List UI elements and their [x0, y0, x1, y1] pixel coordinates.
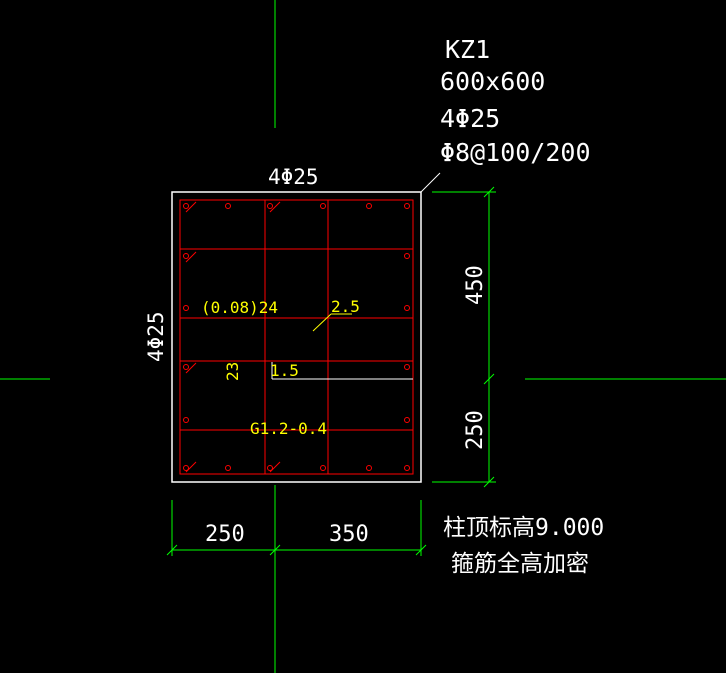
- rebar-bar: [366, 203, 372, 209]
- annotation-a4: 1.5: [270, 361, 299, 380]
- column-label: KZ1 600x600 4Φ25 Φ8@100/200: [440, 35, 591, 167]
- rebar-bar: [404, 465, 410, 471]
- hook: [185, 251, 197, 263]
- rebar-bar: [404, 305, 410, 311]
- hook: [185, 201, 197, 213]
- rebar-bar: [225, 203, 231, 209]
- column-id: KZ1: [445, 35, 490, 64]
- dim-tick: [483, 476, 495, 488]
- column-stirrups: Φ8@100/200: [440, 138, 591, 167]
- dim-right-bottom: 250: [463, 410, 488, 450]
- label-leader: [420, 172, 441, 193]
- dim-tick: [415, 544, 427, 556]
- annotation-a1: (0.08)24: [201, 298, 278, 317]
- rebar-bar: [267, 203, 273, 209]
- note-top-elevation: 柱顶标高9.000: [443, 515, 604, 541]
- rebar-bar: [183, 465, 189, 471]
- rebar-bar: [404, 417, 410, 423]
- annotation-leaders: [312, 313, 352, 332]
- rebar-bar: [404, 253, 410, 259]
- annotation-a2: 2.5: [331, 297, 360, 316]
- dim-tick: [269, 544, 281, 556]
- rebar-bar: [320, 465, 326, 471]
- rebar-bar: [183, 417, 189, 423]
- dimension-texts: 250 350 450 250: [205, 265, 488, 547]
- rebar-bar: [404, 203, 410, 209]
- dim-tick: [483, 373, 495, 385]
- rebar-bar: [183, 203, 189, 209]
- dimension-lines: [166, 186, 496, 556]
- rebar-grid: [179, 199, 414, 475]
- rebar-bars: [183, 203, 410, 471]
- dim-tick: [166, 544, 178, 556]
- rebar-bar: [225, 465, 231, 471]
- dim-tick: [483, 186, 495, 198]
- column-size: 600x600: [440, 67, 545, 96]
- stirrup-outer: [179, 199, 414, 475]
- rebar-bar: [183, 364, 189, 370]
- dim-right-top: 450: [463, 265, 488, 305]
- dim-bottom-left: 250: [205, 522, 245, 547]
- column-corner-bars: 4Φ25: [440, 104, 500, 133]
- annotation-a3: 23: [223, 362, 242, 381]
- rebar-bar: [404, 364, 410, 370]
- rebar-bar: [183, 305, 189, 311]
- notes: 柱顶标高9.000 箍筋全高加密: [443, 515, 604, 577]
- note-stirrup-dense: 箍筋全高加密: [451, 551, 589, 577]
- dim-bottom-right: 350: [329, 522, 369, 547]
- inner-annotations: (0.08)24 2.5 23 1.5 G1.2-0.4: [201, 297, 360, 438]
- top-bars-label: 4Φ25: [268, 165, 319, 189]
- hook: [185, 362, 197, 374]
- rebar-bar: [320, 203, 326, 209]
- left-bars-label: 4Φ25: [144, 311, 168, 362]
- hook: [269, 201, 281, 213]
- leader-2-5: [312, 313, 332, 332]
- rebar-bar: [183, 253, 189, 259]
- rebar-bar: [267, 465, 273, 471]
- column-outline: [171, 191, 422, 483]
- annotation-a5: G1.2-0.4: [250, 419, 327, 438]
- rebar-bar: [366, 465, 372, 471]
